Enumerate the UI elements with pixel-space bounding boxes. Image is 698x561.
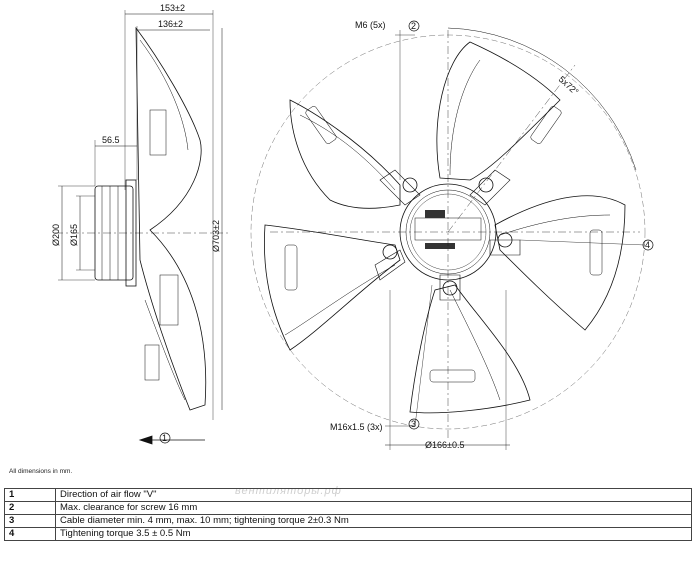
dim-width-inner: 136±2 [158,19,183,29]
legend-row: 2 Max. clearance for screw 16 mm [4,501,692,515]
dim-dia-166: Ø166±0.5 [425,440,464,450]
dim-dia-703: Ø703±2 [211,220,221,252]
callout-2: 2 [411,21,416,31]
legend-row: 4 Tightening torque 3.5 ± 0.5 Nm [4,527,692,541]
legend-row: 3 Cable diameter min. 4 mm, max. 10 mm; … [4,514,692,528]
side-view-labels: 153±2 136±2 56.5 Ø200 Ø165 Ø703±2 1 [51,3,221,444]
blade-2 [436,41,561,181]
blade-1 [289,99,401,209]
legend-text: Cable diameter min. 4 mm, max. 10 mm; ti… [55,514,692,528]
legend-number: 3 [4,514,56,528]
callout-circle-3 [408,418,420,430]
legend-text: Tightening torque 3.5 ± 0.5 Nm [55,527,692,541]
dim-hub-offset: 56.5 [102,135,120,145]
front-view-labels: M6 (5x) 5x72° M16x1.5 (3x) Ø166±0.5 2 3 … [330,20,654,450]
technical-drawing: 153±2 136±2 56.5 Ø200 Ø165 Ø703±2 1 [51,3,654,450]
callout-circle-1 [159,432,171,444]
callout-circle-2 [408,20,420,32]
blade-3 [494,195,626,331]
blade-4 [409,284,531,414]
dim-angle: 5x72° [557,74,581,97]
dim-width-overall: 153±2 [160,3,185,13]
dim-dia-200: Ø200 [51,224,61,246]
legend-number: 1 [4,488,56,502]
front-view [250,27,646,450]
callout-4: 4 [645,240,650,250]
legend-number: 2 [4,501,56,515]
units-note: All dimensions in mm. [9,468,73,475]
legend-table: 1 Direction of air flow "V" 2 Max. clear… [4,488,692,541]
blade-side-profile [135,26,207,411]
callout-3: 3 [411,419,416,429]
side-view [55,10,230,445]
legend-text: Max. clearance for screw 16 mm [55,501,692,515]
dim-thread-top: M6 (5x) [355,20,386,30]
legend-text: Direction of air flow "V" [55,488,692,502]
callout-1: 1 [162,433,167,443]
dim-dia-165: Ø165 [69,224,79,246]
blade-5 [264,224,401,351]
legend-row: 1 Direction of air flow "V" [4,488,692,502]
legend-number: 4 [4,527,56,541]
callout-circle-4 [642,239,654,251]
dim-thread-bottom: M16x1.5 (3x) [330,422,383,432]
